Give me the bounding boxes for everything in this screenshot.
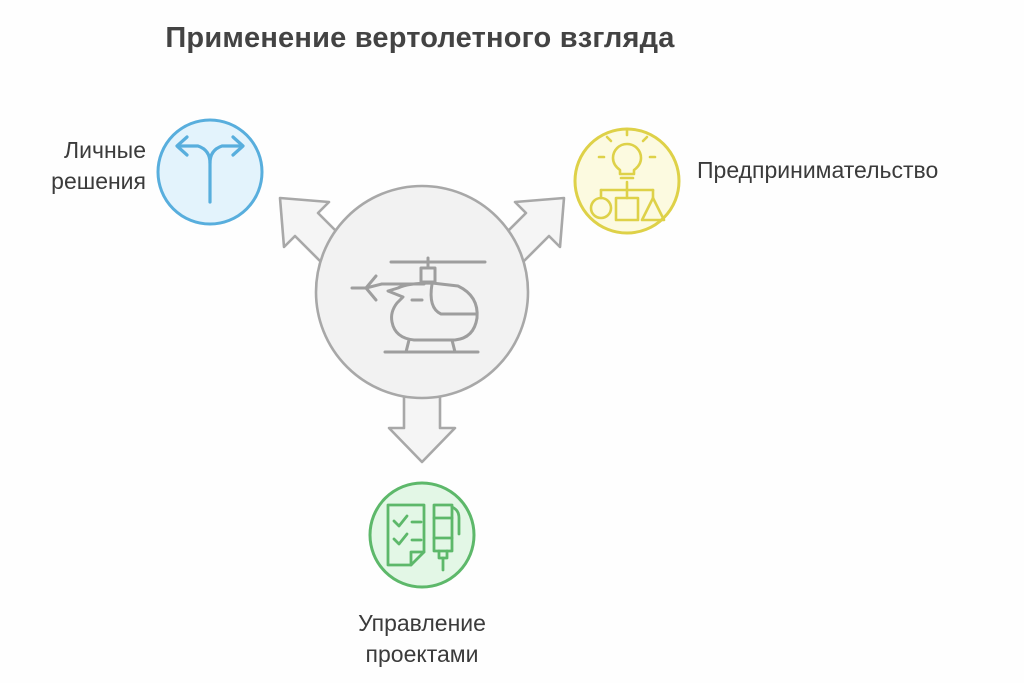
- fork-arrows-icon: [175, 135, 245, 204]
- page-title: Применение вертолетного взгляда: [165, 22, 675, 54]
- node-project-management[interactable]: [368, 481, 476, 589]
- node-label-project-management: Управление проектами: [358, 610, 486, 667]
- idea-structure-icon: [589, 128, 666, 222]
- checklist-pen-icon: [386, 503, 461, 572]
- node-label-entrepreneurship: Предпринимательство: [697, 157, 939, 183]
- node-personal-decisions[interactable]: [156, 118, 264, 226]
- helicopter-icon: [350, 256, 487, 354]
- center-circle: [314, 184, 530, 400]
- node-label-personal-decisions: Личные решения: [51, 137, 146, 194]
- node-entrepreneurship[interactable]: [573, 127, 681, 235]
- node-circle-project-management[interactable]: [368, 481, 476, 589]
